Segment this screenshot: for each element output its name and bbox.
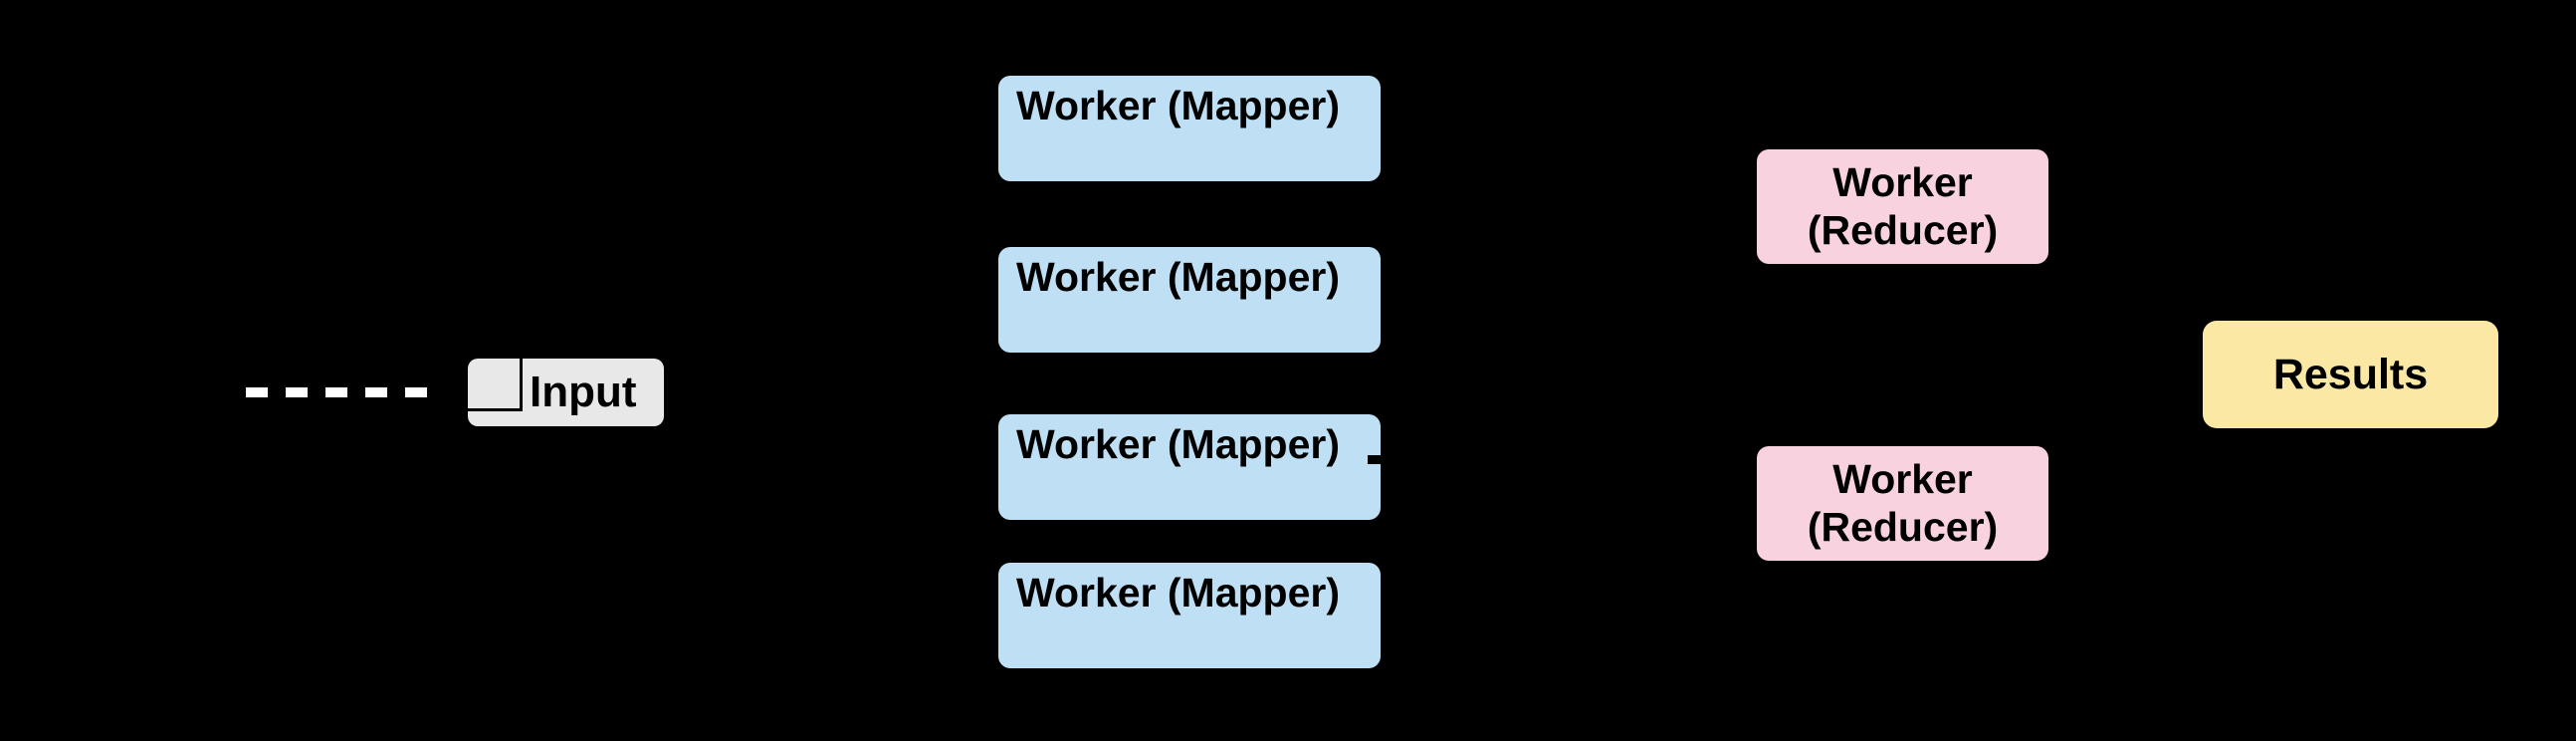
mapper-node-label: Worker (Mapper) (1016, 254, 1341, 300)
input-corner-cell (468, 359, 523, 411)
results-node-label: Results (2272, 350, 2429, 398)
reducer-node-label-line2: (Reducer) (1807, 503, 1999, 550)
input-dashed-connector (246, 387, 445, 397)
input-node-label: Input (530, 368, 637, 416)
reducer-node-label-line2: (Reducer) (1807, 206, 1999, 253)
mapper-node-4: Worker (Mapper) (998, 563, 1381, 668)
reducer-node-1: Worker (Reducer) (1757, 149, 2048, 264)
reducer-node-2: Worker (Reducer) (1757, 446, 2048, 561)
mapper-node-3: Worker (Mapper) (998, 414, 1381, 520)
mapper-node-label: Worker (Mapper) (1016, 83, 1341, 128)
reducer-node-label-line1: Worker (1832, 456, 1973, 503)
connector-arrowhead-artifact (1368, 455, 1382, 464)
reducer-node-label-line1: Worker (1832, 159, 1973, 206)
mapper-node-1: Worker (Mapper) (998, 76, 1381, 181)
mapper-node-label: Worker (Mapper) (1016, 570, 1341, 616)
input-node: Input (468, 359, 664, 426)
results-node: Results (2203, 321, 2498, 428)
mapper-node-label: Worker (Mapper) (1016, 421, 1341, 467)
mapper-node-2: Worker (Mapper) (998, 247, 1381, 353)
